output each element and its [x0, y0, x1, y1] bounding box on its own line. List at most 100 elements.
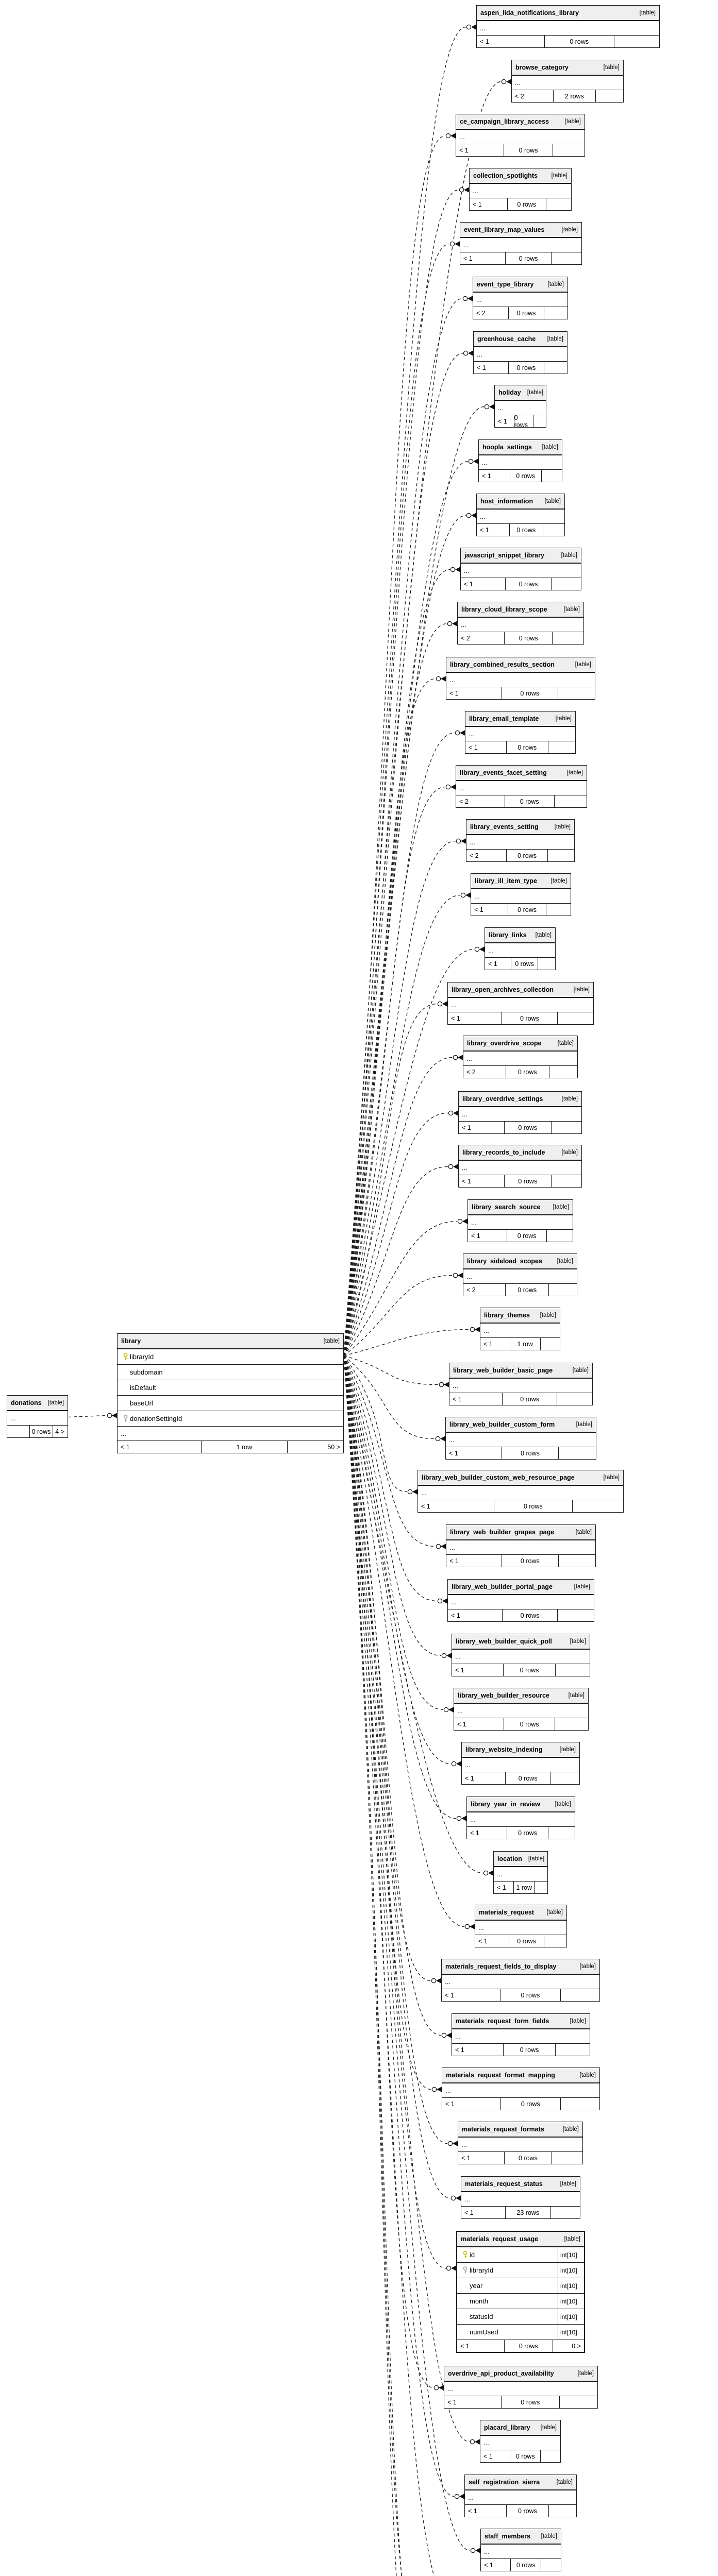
- table-title[interactable]: javascript_snippet_library: [464, 552, 544, 559]
- table-title[interactable]: library_web_builder_resource: [458, 1692, 549, 1699]
- table-title[interactable]: library_web_builder_basic_page: [453, 1367, 553, 1374]
- table-title[interactable]: donations: [11, 1399, 42, 1406]
- table-title[interactable]: materials_request_format_mapping: [446, 2072, 555, 2079]
- table-title[interactable]: library_open_archives_collection: [452, 986, 554, 993]
- table-title[interactable]: library_website_indexing: [465, 1746, 543, 1753]
- table-title[interactable]: host_information: [480, 498, 533, 505]
- table-title[interactable]: library_events_facet_setting: [460, 769, 547, 776]
- table-title[interactable]: library_overdrive_scope: [467, 1040, 542, 1047]
- table-title[interactable]: materials_request_formats: [462, 2126, 544, 2133]
- table-title[interactable]: library_cloud_library_scope: [461, 606, 547, 613]
- table-title[interactable]: library_links: [489, 931, 527, 939]
- table-library_web_builder_resource[interactable]: library_web_builder_resource[table]...< …: [454, 1688, 589, 1731]
- table-title[interactable]: library_themes: [484, 1312, 530, 1319]
- table-title[interactable]: event_type_library: [477, 281, 534, 288]
- table-overdrive_api_product_availability[interactable]: overdrive_api_product_availability[table…: [444, 2366, 598, 2409]
- table-title[interactable]: greenhouse_cache: [477, 335, 536, 343]
- table-materials_request_fields_to_display[interactable]: materials_request_fields_to_display[tabl…: [441, 1959, 600, 2002]
- table-library_open_archives_collection[interactable]: library_open_archives_collection[table].…: [447, 982, 594, 1025]
- table-title[interactable]: materials_request_status: [465, 2180, 543, 2188]
- table-title[interactable]: aspen_lida_notifications_library: [480, 9, 579, 16]
- table-title[interactable]: library_sideload_scopes: [467, 1258, 542, 1265]
- table-title[interactable]: self_registration_sierra: [469, 2479, 540, 2486]
- table-title[interactable]: overdrive_api_product_availability: [448, 2370, 554, 2377]
- table-title[interactable]: placard_library: [484, 2424, 530, 2431]
- table-title[interactable]: library_web_builder_grapes_page: [450, 1529, 555, 1536]
- table-aspen_lida_notifications_library[interactable]: aspen_lida_notifications_library[table].…: [476, 5, 660, 48]
- table-library_events_facet_setting[interactable]: library_events_facet_setting[table]...< …: [456, 765, 587, 808]
- table-title[interactable]: ce_campaign_library_access: [460, 118, 549, 125]
- table-title[interactable]: hoopla_settings: [482, 444, 532, 451]
- table-library_web_builder_portal_page[interactable]: library_web_builder_portal_page[table]..…: [447, 1579, 594, 1622]
- table-library_cloud_library_scope[interactable]: library_cloud_library_scope[table]...< 2…: [457, 602, 584, 645]
- table-title[interactable]: library_web_builder_custom_form: [449, 1421, 555, 1428]
- table-title[interactable]: library_ill_item_type: [475, 877, 537, 885]
- table-title[interactable]: library_records_to_include: [462, 1149, 545, 1156]
- table-title[interactable]: library_email_template: [469, 715, 539, 722]
- table-library_web_builder_custom_form[interactable]: library_web_builder_custom_form[table]..…: [445, 1417, 596, 1460]
- table-title[interactable]: library_web_builder_portal_page: [452, 1583, 553, 1590]
- table-title[interactable]: materials_request_form_fields: [456, 2018, 549, 2025]
- table-title[interactable]: library_search_source: [472, 1204, 541, 1211]
- table-title[interactable]: event_library_map_values: [464, 226, 545, 233]
- edge-arrowhead: [506, 79, 511, 84]
- table-materials_request_format_mapping[interactable]: materials_request_format_mapping[table].…: [442, 2067, 600, 2110]
- relationship-edge-library_events_setting: [343, 840, 456, 1356]
- table-library_web_builder_grapes_page[interactable]: library_web_builder_grapes_page[table]..…: [446, 1524, 596, 1567]
- footer-row-count: 0 rows: [29, 1426, 52, 1437]
- table-library_web_builder_basic_page[interactable]: library_web_builder_basic_page[table]...…: [449, 1363, 593, 1405]
- table-title[interactable]: materials_request: [479, 1909, 535, 1916]
- table-title[interactable]: library_overdrive_settings: [462, 1095, 543, 1103]
- table-library_web_builder_quick_poll[interactable]: library_web_builder_quick_poll[table]...…: [452, 1634, 590, 1676]
- table-title[interactable]: materials_request_usage: [461, 2235, 539, 2243]
- table-title[interactable]: materials_request_fields_to_display: [445, 1963, 557, 1970]
- table-library_combined_results_section[interactable]: library_combined_results_section[table].…: [446, 657, 595, 700]
- table-title[interactable]: library: [121, 1337, 141, 1345]
- table-materials_request_form_fields[interactable]: materials_request_form_fields[table]...<…: [452, 2013, 590, 2056]
- table-title[interactable]: library_web_builder_custom_web_resource_…: [422, 1474, 575, 1481]
- table-title[interactable]: collection_spotlights: [473, 172, 538, 179]
- table-title[interactable]: library_combined_results_section: [450, 661, 555, 668]
- table-title[interactable]: browse_category: [515, 64, 569, 71]
- table-title[interactable]: library_events_setting: [470, 823, 539, 831]
- table-title[interactable]: location: [497, 1855, 522, 1862]
- table-title[interactable]: holiday: [498, 389, 521, 396]
- table-title[interactable]: library_year_in_review: [471, 1801, 540, 1808]
- table-title[interactable]: library_web_builder_quick_poll: [456, 1638, 552, 1645]
- table-title[interactable]: staff_members: [485, 2533, 530, 2540]
- table-library_web_builder_custom_web_resource_page[interactable]: library_web_builder_custom_web_resource_…: [418, 1470, 624, 1513]
